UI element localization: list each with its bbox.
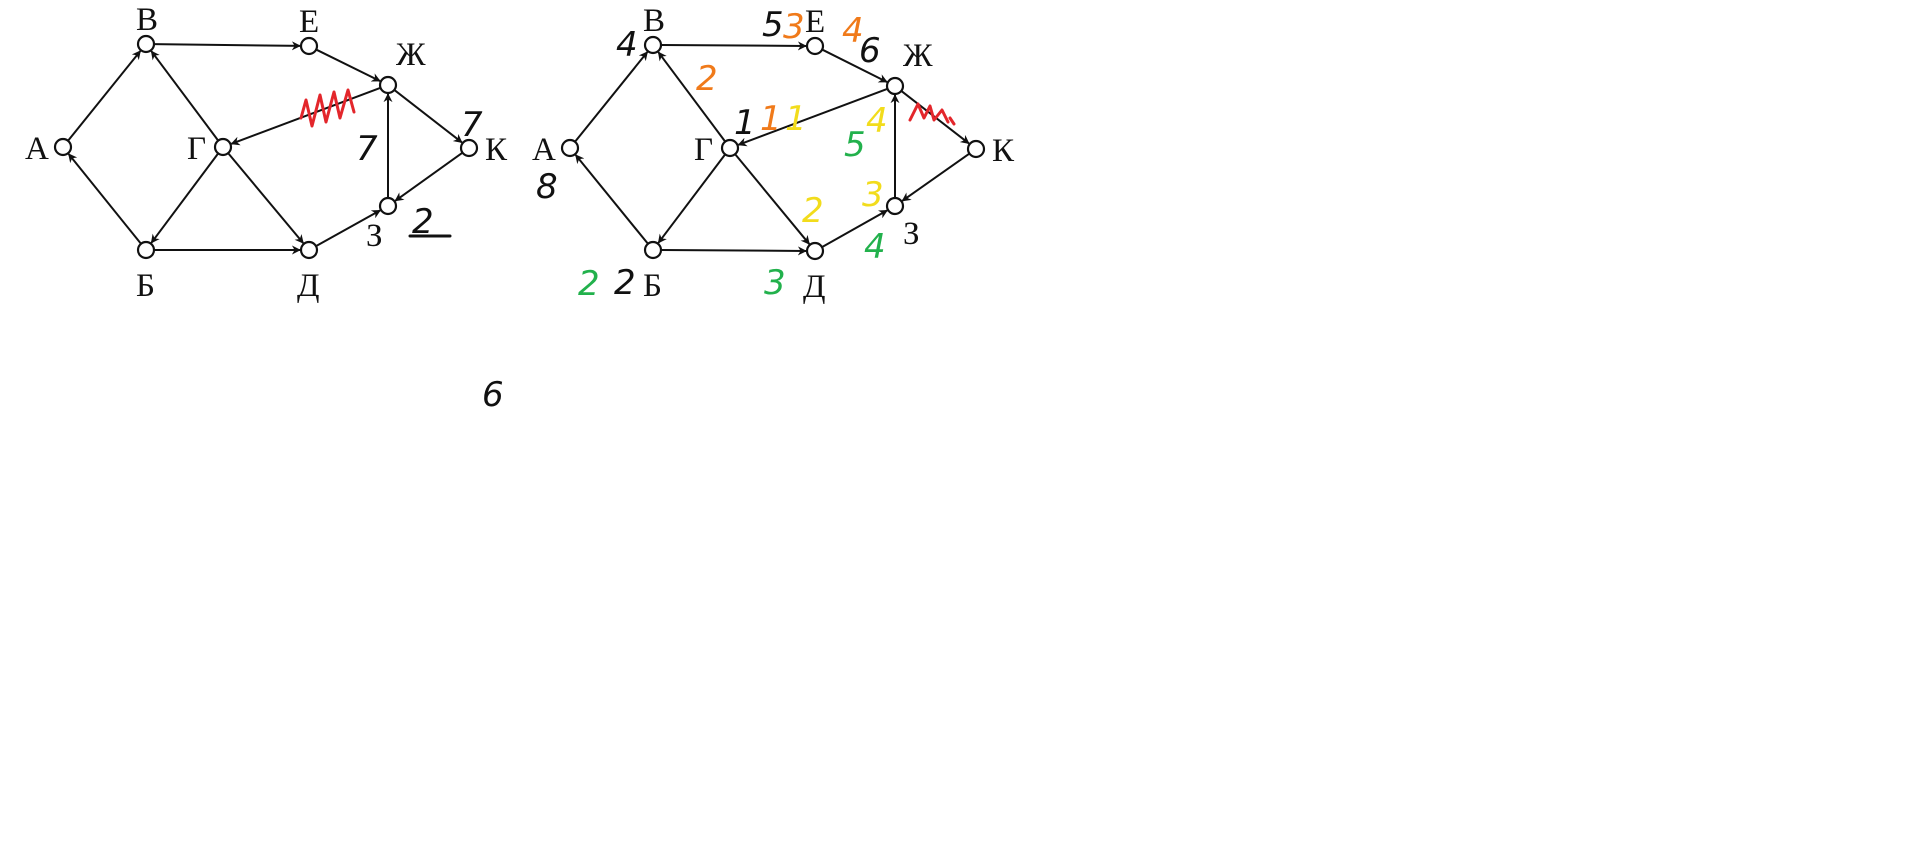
node-z bbox=[885, 196, 905, 216]
ann-e-orange: 3 bbox=[783, 7, 805, 47]
node-label-k: К bbox=[485, 132, 508, 168]
left-annotation-zh-z-weight: 7 bbox=[356, 129, 378, 169]
node-label-z: З bbox=[366, 218, 383, 254]
node-e bbox=[299, 36, 319, 56]
node-label-z: З bbox=[903, 216, 920, 252]
edge-k-z bbox=[394, 151, 464, 202]
ann-zhg-yellow: 1 bbox=[785, 99, 807, 139]
node-a bbox=[53, 137, 73, 157]
node-label-e: Е bbox=[299, 4, 319, 40]
edge-g-b bbox=[150, 152, 220, 244]
ann-g-black: 1 bbox=[734, 103, 756, 143]
edge-g-v bbox=[657, 51, 727, 143]
edge-g-b bbox=[657, 153, 726, 244]
node-k bbox=[966, 139, 986, 159]
node-v bbox=[643, 35, 663, 55]
graph-left: А В Е Ж К Г Б Д З bbox=[25, 2, 508, 304]
edge-g-v bbox=[150, 50, 220, 142]
node-b bbox=[643, 240, 663, 260]
node-label-d: Д bbox=[803, 269, 826, 305]
node-b bbox=[136, 240, 156, 260]
edge-g-d bbox=[227, 152, 304, 244]
edge-a-v bbox=[67, 50, 142, 142]
edge-g-d bbox=[734, 153, 811, 245]
node-label-zh: Ж bbox=[903, 38, 933, 74]
graph-right: А В Е Ж К Г Б Д З bbox=[532, 3, 1015, 305]
edge-e-zh bbox=[821, 48, 888, 83]
ann-z-yellow: 3 bbox=[862, 175, 884, 215]
left-annotations: 7 7 2 bbox=[299, 88, 483, 242]
ann-gv-orange: 2 bbox=[696, 59, 718, 99]
ann-d-green: 3 bbox=[764, 263, 786, 303]
ann-b-black: 2 bbox=[614, 263, 636, 303]
node-label-zh: Ж bbox=[396, 37, 426, 73]
node-label-g: Г bbox=[187, 131, 206, 167]
node-d bbox=[805, 241, 825, 261]
edge-e-zh bbox=[315, 48, 381, 82]
ann-zhg-orange: 1 bbox=[760, 99, 782, 139]
node-label-b: Б bbox=[643, 268, 662, 304]
edge-a-v bbox=[574, 51, 649, 143]
ann-zz-yellow: 4 bbox=[866, 101, 888, 141]
ann-zh-black: 6 bbox=[859, 31, 881, 71]
node-zh bbox=[378, 75, 398, 95]
node-label-k: К bbox=[992, 133, 1015, 169]
ann-gd-yellow: 2 bbox=[802, 191, 824, 231]
node-label-d: Д bbox=[297, 268, 320, 304]
node-label-a: А bbox=[532, 132, 556, 168]
left-annotation-k-weight: 7 bbox=[461, 105, 483, 145]
node-g bbox=[213, 137, 233, 157]
red-scribble-zh-k bbox=[908, 102, 956, 126]
ann-zh-orange: 4 bbox=[842, 11, 864, 51]
node-v bbox=[136, 34, 156, 54]
node-e bbox=[805, 36, 825, 56]
edge-zh-g bbox=[737, 87, 888, 147]
node-zh bbox=[885, 76, 905, 96]
edge-k-z bbox=[901, 152, 971, 202]
edge-b-d bbox=[660, 246, 807, 256]
node-label-a: А bbox=[25, 131, 49, 167]
edge-b-a bbox=[574, 154, 649, 245]
node-g bbox=[720, 138, 740, 158]
edge-v-e bbox=[153, 41, 301, 51]
node-label-g: Г bbox=[694, 132, 713, 168]
edge-v-e bbox=[660, 41, 807, 51]
ann-z-green: 4 bbox=[864, 227, 886, 267]
edge-d-z bbox=[315, 209, 381, 247]
left-annotation-z-weight: 2 bbox=[412, 202, 434, 242]
node-z bbox=[378, 196, 398, 216]
node-label-v: В bbox=[136, 2, 158, 38]
node-label-v: В bbox=[643, 3, 665, 39]
edge-zh-g bbox=[230, 86, 381, 146]
ann-v-weight: 4 bbox=[616, 25, 638, 65]
ann-zz-green: 5 bbox=[844, 125, 866, 165]
edge-b-a bbox=[67, 153, 142, 245]
ann-e-black: 5 bbox=[762, 5, 784, 45]
node-a bbox=[560, 138, 580, 158]
node-d bbox=[299, 240, 319, 260]
right-annotations: 4 2 5 3 4 6 1 1 1 5 4 2 3 4 2 2 3 8 bbox=[536, 5, 956, 304]
ann-a-black: 8 bbox=[536, 167, 558, 207]
edge-d-z bbox=[821, 209, 888, 248]
ann-b-green: 2 bbox=[578, 264, 600, 304]
edge-zh-k bbox=[393, 89, 463, 144]
node-label-b: Б bbox=[136, 268, 155, 304]
freehand-answer: 6 bbox=[482, 375, 504, 415]
red-scribble-crossout bbox=[299, 88, 356, 128]
node-label-e: Е bbox=[805, 4, 825, 40]
node-k bbox=[459, 138, 479, 158]
